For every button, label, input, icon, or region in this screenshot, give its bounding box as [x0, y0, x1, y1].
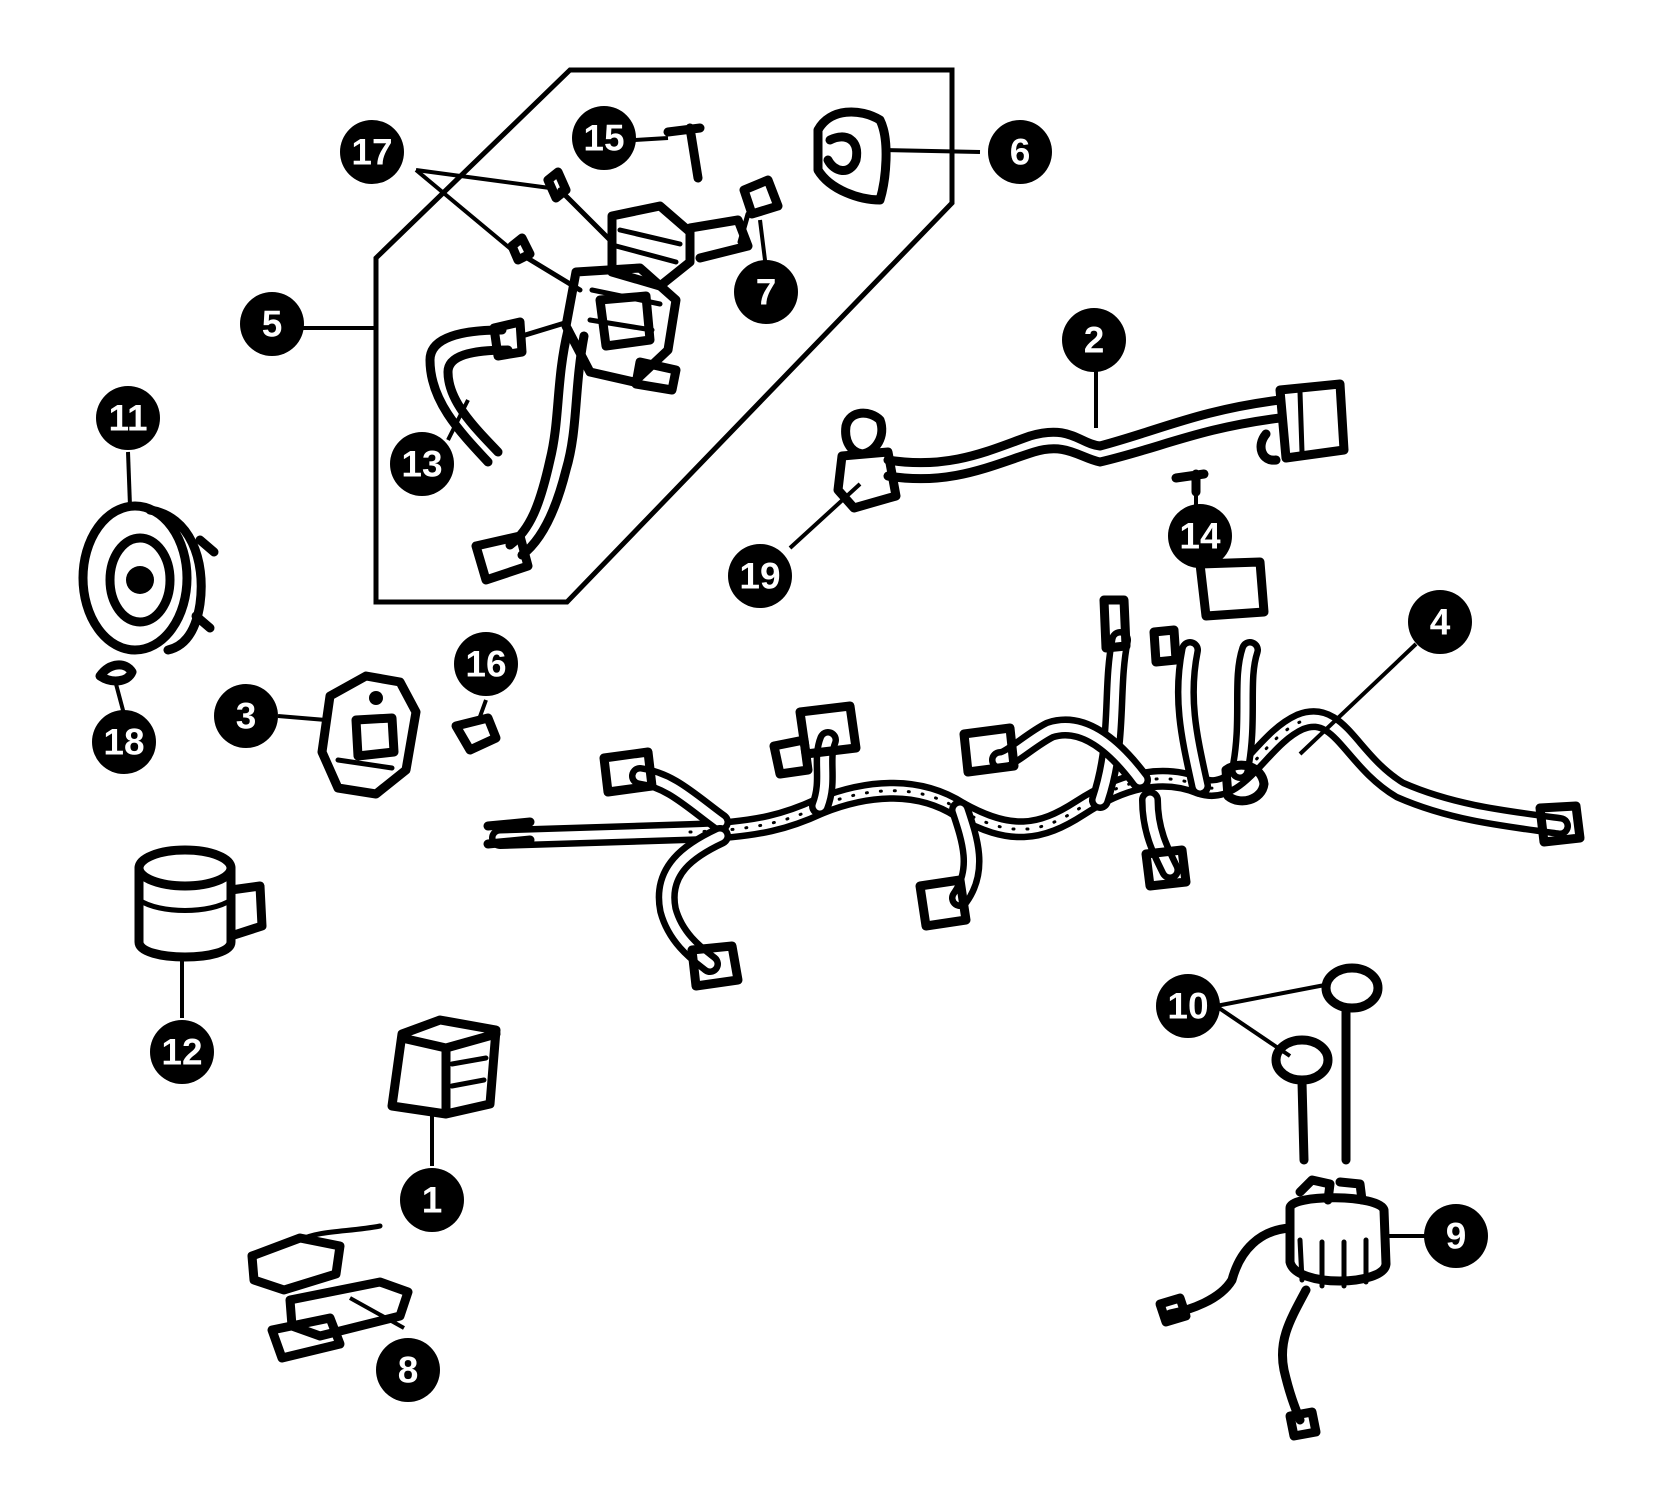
- callout-7: 7: [734, 260, 798, 324]
- callout-4: 4: [1408, 590, 1472, 654]
- svg-text:10: 10: [1167, 986, 1208, 1027]
- part-round-sensor: [134, 845, 267, 962]
- leader-13: [446, 399, 470, 441]
- part-nut-upper: [1321, 963, 1383, 1165]
- svg-text:8: 8: [398, 1350, 419, 1391]
- callout-15: 15: [572, 106, 636, 170]
- leader-lines: [114, 136, 1426, 1330]
- svg-text:1: 1: [422, 1180, 443, 1221]
- svg-text:5: 5: [262, 304, 283, 345]
- leader-4: [1298, 642, 1418, 756]
- callout-8: 8: [376, 1338, 440, 1402]
- part-sensor-cable: [833, 379, 1349, 513]
- callout-17: 17: [340, 120, 404, 184]
- leader-17a: [415, 168, 551, 190]
- callout-14: 14: [1168, 504, 1232, 568]
- svg-text:14: 14: [1179, 516, 1221, 557]
- leader-16: [476, 699, 488, 723]
- svg-text:7: 7: [756, 272, 777, 313]
- callout-9: 9: [1424, 1204, 1488, 1268]
- part-nut-lower: [1271, 1035, 1333, 1165]
- svg-text:11: 11: [108, 398, 147, 439]
- callout-6: 6: [988, 120, 1052, 184]
- leader-17b: [414, 168, 514, 252]
- callout-13: 13: [390, 432, 454, 496]
- part-clip-16: [451, 713, 501, 755]
- svg-text:4: 4: [1430, 602, 1451, 643]
- part-ignition-switch-assembly: [425, 167, 783, 585]
- assembly-group-frame: [373, 67, 955, 605]
- part-clip-18: [95, 660, 137, 686]
- part-clip-small: [1171, 469, 1209, 497]
- part-main-wire-harness: [483, 557, 1585, 991]
- callout-10: 10: [1156, 974, 1220, 1038]
- part-relay-box: [387, 1015, 501, 1119]
- leader-19: [788, 482, 862, 550]
- svg-text:16: 16: [465, 644, 506, 685]
- part-pump-unit: [1155, 1175, 1391, 1441]
- leader-6: [881, 148, 981, 154]
- callout-3: 3: [214, 684, 278, 748]
- svg-text:19: 19: [739, 556, 780, 597]
- leader-7: [758, 219, 768, 269]
- svg-text:9: 9: [1446, 1216, 1467, 1257]
- leader-8: [349, 1296, 405, 1330]
- leader-11: [126, 451, 132, 507]
- svg-text:12: 12: [161, 1032, 202, 1073]
- svg-text:6: 6: [1010, 132, 1031, 173]
- svg-text:3: 3: [236, 696, 257, 737]
- part-horn: [78, 501, 219, 655]
- svg-text:13: 13: [401, 444, 442, 485]
- leader-18: [114, 683, 126, 715]
- callout-1: 1: [400, 1168, 464, 1232]
- callout-5: 5: [240, 292, 304, 356]
- leader-10b: [1214, 1004, 1292, 1058]
- callout-12: 12: [150, 1020, 214, 1084]
- leader-15: [633, 136, 669, 142]
- part-pin: [663, 123, 705, 183]
- callout-16: 16: [454, 632, 518, 696]
- callout-19: 19: [728, 544, 792, 608]
- part-connector-pair: [247, 1223, 413, 1363]
- leader-3: [277, 714, 327, 722]
- part-relay-module: [317, 671, 421, 799]
- leader-10a: [1215, 982, 1331, 1008]
- callout-2: 2: [1062, 308, 1126, 372]
- part-bracket: [813, 107, 891, 205]
- svg-text:17: 17: [351, 132, 392, 173]
- svg-text:15: 15: [583, 118, 624, 159]
- svg-text:2: 2: [1084, 320, 1105, 361]
- svg-text:18: 18: [103, 722, 144, 763]
- callout-18: 18: [92, 710, 156, 774]
- callout-11: 11: [96, 386, 160, 450]
